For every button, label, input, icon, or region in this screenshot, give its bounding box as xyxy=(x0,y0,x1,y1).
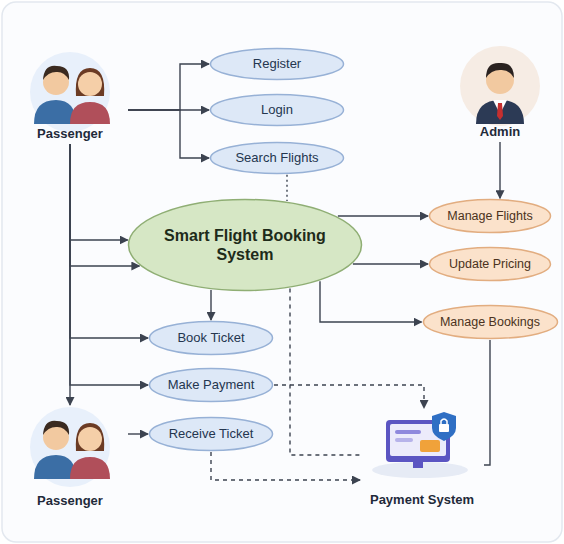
payment-terminal-icon xyxy=(372,412,468,478)
use-case-ellipse: Update Pricing xyxy=(428,246,552,282)
actor-node: Admin xyxy=(448,44,552,142)
use-case-ellipse: Register xyxy=(209,47,345,81)
dashed-connector xyxy=(290,288,360,455)
ellipse-shape xyxy=(150,369,273,402)
passenger-icon xyxy=(30,52,110,132)
actor-label: Payment System xyxy=(370,492,474,510)
ellipse-outline xyxy=(127,198,363,292)
use-case-ellipse: Receive Ticket xyxy=(148,416,274,452)
ellipse-shape xyxy=(211,49,344,80)
node-label: Search Flights xyxy=(235,150,318,166)
actor-node: Payment System xyxy=(360,408,484,510)
node-label: Book Ticket xyxy=(177,330,244,346)
node-label: Login xyxy=(261,102,293,118)
ellipse-shape xyxy=(430,200,551,233)
ellipse-shape xyxy=(129,200,362,291)
ellipse-shape xyxy=(211,95,344,126)
admin-icon xyxy=(460,46,540,126)
use-case-ellipse: Search Flights xyxy=(209,141,345,175)
actor-label: Admin xyxy=(480,124,520,142)
connector-arrow xyxy=(499,142,500,198)
actor-label: Passenger xyxy=(37,493,103,511)
node-label: Update Pricing xyxy=(449,257,531,272)
connector-arrow xyxy=(70,144,148,385)
node-label: Register xyxy=(253,56,301,72)
connector-arrow xyxy=(128,64,209,110)
system-ellipse: Smart Flight Booking System xyxy=(127,198,363,292)
actor-node: Passenger xyxy=(12,405,128,511)
use-case-ellipse: Manage Bookings xyxy=(422,304,559,340)
node-label: Manage Flights xyxy=(447,209,532,224)
actor-node: Passenger xyxy=(12,52,128,144)
dashed-connector xyxy=(286,175,287,201)
node-label: Smart Flight Booking System xyxy=(145,226,345,264)
connector-arrow xyxy=(128,110,209,158)
passenger-icon xyxy=(30,407,110,487)
connector-arrow xyxy=(69,144,70,405)
use-case-ellipse: Manage Flights xyxy=(428,198,552,234)
use-case-ellipse: Book Ticket xyxy=(148,320,274,356)
ellipse-shape xyxy=(150,418,273,451)
actor-label: Passenger xyxy=(37,126,103,144)
node-label: Receive Ticket xyxy=(169,426,254,442)
connector-arrow xyxy=(484,340,490,465)
dashed-connector xyxy=(211,452,360,480)
connector-arrow xyxy=(128,433,148,434)
connector-arrow xyxy=(353,263,428,264)
ellipse-shape xyxy=(423,306,557,339)
dashed-connector xyxy=(274,385,424,408)
connector-arrow xyxy=(70,144,128,240)
connector-arrow xyxy=(210,290,211,320)
use-case-ellipse: Make Payment xyxy=(148,367,274,403)
use-case-ellipse: Login xyxy=(209,93,345,127)
node-label: Make Payment xyxy=(168,377,255,393)
ellipse-shape xyxy=(211,143,344,174)
node-label: Manage Bookings xyxy=(440,315,540,330)
ellipse-shape xyxy=(430,248,551,281)
connector-arrow xyxy=(320,281,422,322)
ellipse-shape xyxy=(150,322,273,355)
connector-arrow xyxy=(338,215,428,216)
